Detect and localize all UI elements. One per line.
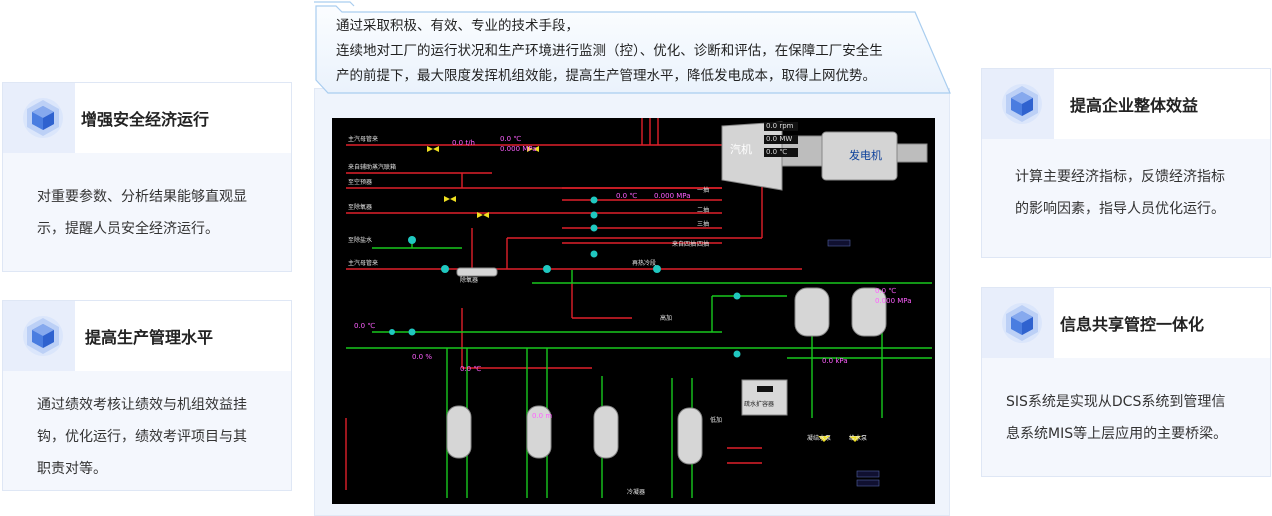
pipe-label: 再热冷段	[632, 260, 657, 267]
pipe-label: 冷凝器	[627, 489, 646, 496]
card-description: 对重要参数、分析结果能够直观显 示，提醒人员安全经济运行。	[3, 153, 291, 271]
card-title: 提高生产管理水平	[75, 301, 291, 371]
reading: 0.0 ℃	[460, 365, 482, 373]
card-line: 钩，优化运行，绩效考评项目与其	[37, 429, 247, 445]
reading: 0.000 MPa	[654, 192, 691, 200]
pipe-label: 主汽母管来	[348, 136, 379, 143]
pipe-label: 疏水扩容器	[744, 401, 775, 408]
gem-icon	[23, 98, 63, 138]
card-line: 对重要参数、分析结果能够直观显	[37, 189, 247, 205]
reading: 0.0 ℃	[500, 135, 522, 143]
extraction-label: 一抽	[697, 187, 710, 194]
gem-icon	[1002, 303, 1042, 343]
pipe-label: 凝结水泵	[807, 435, 832, 442]
reading: 0.0 m	[532, 412, 553, 420]
pipe-label: 来自辅助蒸汽联箱	[348, 164, 397, 171]
card-icon-box	[982, 69, 1054, 139]
intro-line: 通过采取积极、有效、专业的技术手段，	[336, 18, 579, 34]
pipe-label: 来自四抽	[672, 241, 697, 248]
card-line: 的影响因素，指导人员优化运行。	[1015, 201, 1225, 217]
card-benefit: 提高企业整体效益 计算主要经济指标，反馈经济指标 的影响因素，指导人员优化运行。	[981, 68, 1271, 258]
card-line: 示，提醒人员安全经济运行。	[37, 221, 219, 237]
gem-icon	[1002, 84, 1042, 124]
card-line: 计算主要经济指标，反馈经济指标	[1015, 169, 1225, 185]
process-flow-diagram	[345, 118, 932, 498]
card-line: SIS系统是实现从DCS系统到管理信	[1006, 394, 1226, 410]
card-title: 增强安全经济运行	[75, 83, 291, 153]
pipe-label: 高加	[660, 315, 673, 322]
scada-diagram: 汽机 发电机 主汽母管来 来自辅助蒸汽联箱 至空预器 至除氧器 至除盐水 主汽母…	[332, 118, 935, 504]
card-line: 职责对等。	[37, 461, 107, 477]
pipe-label: 给水泵	[849, 435, 868, 442]
extraction-label: 四抽	[697, 241, 710, 248]
card-production: 提高生产管理水平 通过绩效考核让绩效与机组效益挂 钩，优化运行，绩效考评项目与其…	[2, 300, 292, 491]
card-title: 提高企业整体效益	[1054, 69, 1270, 139]
generator-label: 发电机	[849, 149, 882, 162]
speech-bubble	[314, 1, 951, 94]
card-icon-box	[3, 301, 75, 371]
card-description: 通过绩效考核让绩效与机组效益挂 钩，优化运行，绩效考评项目与其 职责对等。	[3, 371, 291, 490]
reading: 0.0 MW	[766, 135, 793, 143]
intro-line: 连续地对工厂的运行状况和生产环境进行监测（控）、优化、诊断和评估，在保障工厂安全…	[336, 43, 883, 59]
card-line: 息系统MIS等上层应用的主要桥梁。	[1006, 426, 1228, 442]
reading: 0.0 t/h	[452, 139, 475, 147]
card-line: 通过绩效考核让绩效与机组效益挂	[37, 397, 247, 413]
card-icon-box	[3, 83, 75, 153]
reading: 0.0 ℃	[875, 287, 897, 295]
extraction-label: 二抽	[697, 207, 710, 214]
card-sharing: 信息共享管控一体化 SIS系统是实现从DCS系统到管理信 息系统MIS等上层应用…	[981, 287, 1271, 477]
card-description: 计算主要经济指标，反馈经济指标 的影响因素，指导人员优化运行。	[982, 139, 1270, 257]
pipe-label: 至除盐水	[348, 237, 373, 244]
pipe-label: 至除氧器	[348, 204, 373, 211]
pipe-label: 至空预器	[348, 179, 373, 186]
card-description: SIS系统是实现从DCS系统到管理信 息系统MIS等上层应用的主要桥梁。	[982, 358, 1270, 476]
card-icon-box	[982, 288, 1054, 358]
card-title: 信息共享管控一体化	[1054, 288, 1270, 358]
reading: 0.0 ℃	[616, 192, 638, 200]
pipe-label: 低加	[710, 417, 723, 424]
reading: 0.0 ℃	[354, 322, 376, 330]
reading: 0.0 kPa	[822, 357, 848, 365]
intro-line: 产的前提下，最大限度发挥机组效能，提高生产管理水平，降低发电成本，取得上网优势。	[336, 68, 876, 84]
gem-icon	[23, 316, 63, 356]
reading: 0.0 ℃	[766, 148, 788, 156]
reading: 0.0 %	[412, 353, 433, 361]
card-safety: 增强安全经济运行 对重要参数、分析结果能够直观显 示，提醒人员安全经济运行。	[2, 82, 292, 272]
pipe-label: 除氧器	[460, 277, 479, 284]
reading: 0.0 rpm	[766, 122, 794, 130]
pipe-label: 主汽母管来	[348, 260, 379, 267]
reading: 0.000 MPa	[875, 297, 912, 305]
intro-text: 通过采取积极、有效、专业的技术手段， 连续地对工厂的运行状况和生产环境进行监测（…	[336, 14, 926, 89]
extraction-label: 三抽	[697, 221, 710, 228]
turbine-label: 汽机	[730, 143, 752, 156]
reading: 0.000 MPa	[500, 145, 537, 153]
